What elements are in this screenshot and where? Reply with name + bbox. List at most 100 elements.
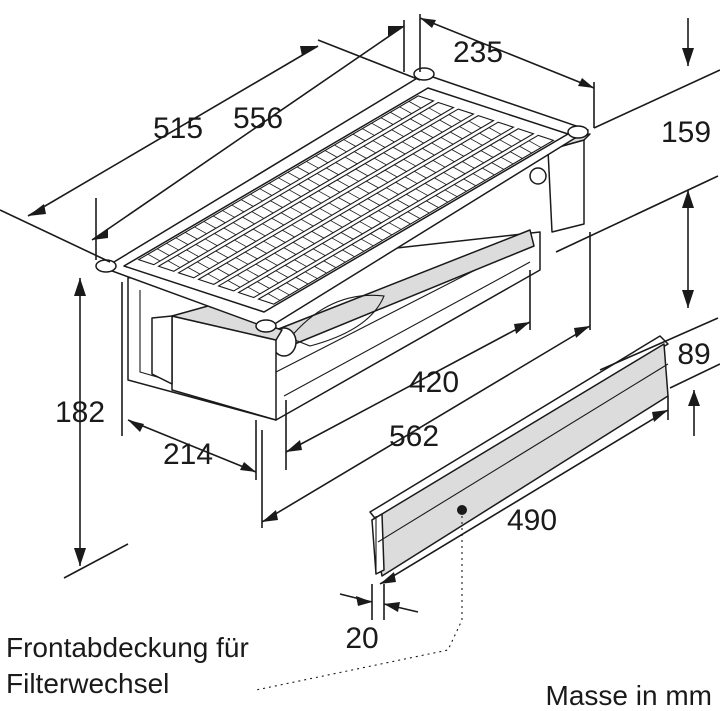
grille-slot <box>319 208 333 216</box>
grille-slot <box>247 286 261 295</box>
grille-slot <box>364 163 378 171</box>
grille-slot <box>267 293 281 301</box>
grille-slot <box>339 214 353 223</box>
grille-slot <box>363 145 377 154</box>
grille-slot <box>312 248 326 256</box>
grille-slot <box>288 189 302 197</box>
grille-slot <box>272 235 286 243</box>
grille-slot <box>370 233 383 241</box>
grille-slot <box>442 154 455 163</box>
corner-tab <box>413 67 435 81</box>
grille-slot <box>266 275 279 284</box>
grille-slot <box>262 223 275 231</box>
grille-slot <box>396 199 410 207</box>
grille-slot <box>463 178 477 187</box>
dim-20: 20 <box>345 622 378 655</box>
grille-slot <box>167 260 181 268</box>
grille-slot <box>411 135 424 144</box>
grille-slot <box>383 152 397 160</box>
units-note: Masse in mm <box>546 680 712 711</box>
grille-slot <box>235 257 249 265</box>
grille-slot <box>252 228 266 237</box>
grille-slot <box>299 201 313 209</box>
grille-slot <box>186 249 199 257</box>
grille-slot <box>406 193 419 202</box>
grille-slot <box>416 205 430 214</box>
grille-slot <box>294 259 307 267</box>
grille-slot <box>439 119 452 128</box>
grille-slot <box>320 225 334 234</box>
grille-slot <box>452 166 466 175</box>
grille-slot <box>426 200 439 208</box>
grille-slot <box>166 242 179 251</box>
corner-tab <box>567 125 589 139</box>
corner-tab <box>95 259 117 273</box>
grille-slot <box>347 191 361 200</box>
grille-slot <box>379 227 393 236</box>
grille-slot <box>460 143 474 152</box>
grille-slot <box>371 122 384 131</box>
dim-515: 515 <box>153 112 203 145</box>
dim-490: 490 <box>507 504 557 537</box>
grille-slot <box>318 190 331 199</box>
grille-slot <box>334 144 347 153</box>
grille-slot <box>336 179 350 188</box>
unit-side-flange <box>151 315 173 385</box>
grille-slot <box>362 128 375 136</box>
grille-slot <box>206 256 219 264</box>
grille-slot <box>308 196 322 204</box>
grille-slot <box>323 260 337 269</box>
grille-slot <box>423 165 437 173</box>
grille-slot <box>380 117 394 125</box>
grille-slot <box>390 111 403 120</box>
grille-slot <box>257 281 270 289</box>
grille-slot <box>431 142 444 151</box>
front-cover-label-line2: Filterwechsel <box>6 668 169 699</box>
grille-slot <box>367 198 381 206</box>
grille-slot <box>490 144 503 153</box>
grille-slot <box>251 211 265 219</box>
grille-slot <box>342 249 355 258</box>
grille-slot <box>326 167 339 176</box>
grille-slot <box>204 238 218 247</box>
grille-slot <box>400 123 414 132</box>
grille-slot <box>404 176 418 184</box>
grille-slot <box>290 206 303 215</box>
grille-slot <box>306 161 319 169</box>
grille-slot <box>384 169 398 178</box>
grille-slot <box>280 212 294 220</box>
grille-slot <box>270 200 283 208</box>
grille-slot <box>402 141 415 149</box>
grille-slot <box>231 204 245 213</box>
grille-slot <box>468 120 482 129</box>
grille-slot <box>351 244 365 252</box>
grille-slot <box>240 199 254 207</box>
grille-slot <box>296 166 310 174</box>
grille-slot <box>147 253 161 262</box>
grille-slot <box>451 149 464 157</box>
grille-slot <box>344 156 358 165</box>
grille-slot <box>303 253 317 262</box>
grille-slot <box>350 226 363 235</box>
grille-slot <box>250 193 263 202</box>
grille-slot <box>194 226 207 235</box>
grille-slot <box>304 271 318 279</box>
grille-slot <box>352 133 366 142</box>
grille-slot <box>215 250 229 259</box>
grille-slot <box>214 233 227 241</box>
grille-slot <box>226 262 239 271</box>
grille-slot <box>222 210 235 218</box>
grille-slot <box>482 167 495 176</box>
grille-slot <box>454 184 467 192</box>
grille-bars <box>137 95 555 305</box>
grille-slot <box>382 134 395 143</box>
grille-slot <box>435 195 449 203</box>
grille-slot <box>284 264 298 273</box>
grille-slot <box>277 287 290 296</box>
grille-slot <box>508 133 522 142</box>
grille-slot <box>246 269 259 277</box>
grille-slot <box>510 151 523 159</box>
grille-slot <box>359 221 373 229</box>
fan-wheel <box>289 294 385 347</box>
